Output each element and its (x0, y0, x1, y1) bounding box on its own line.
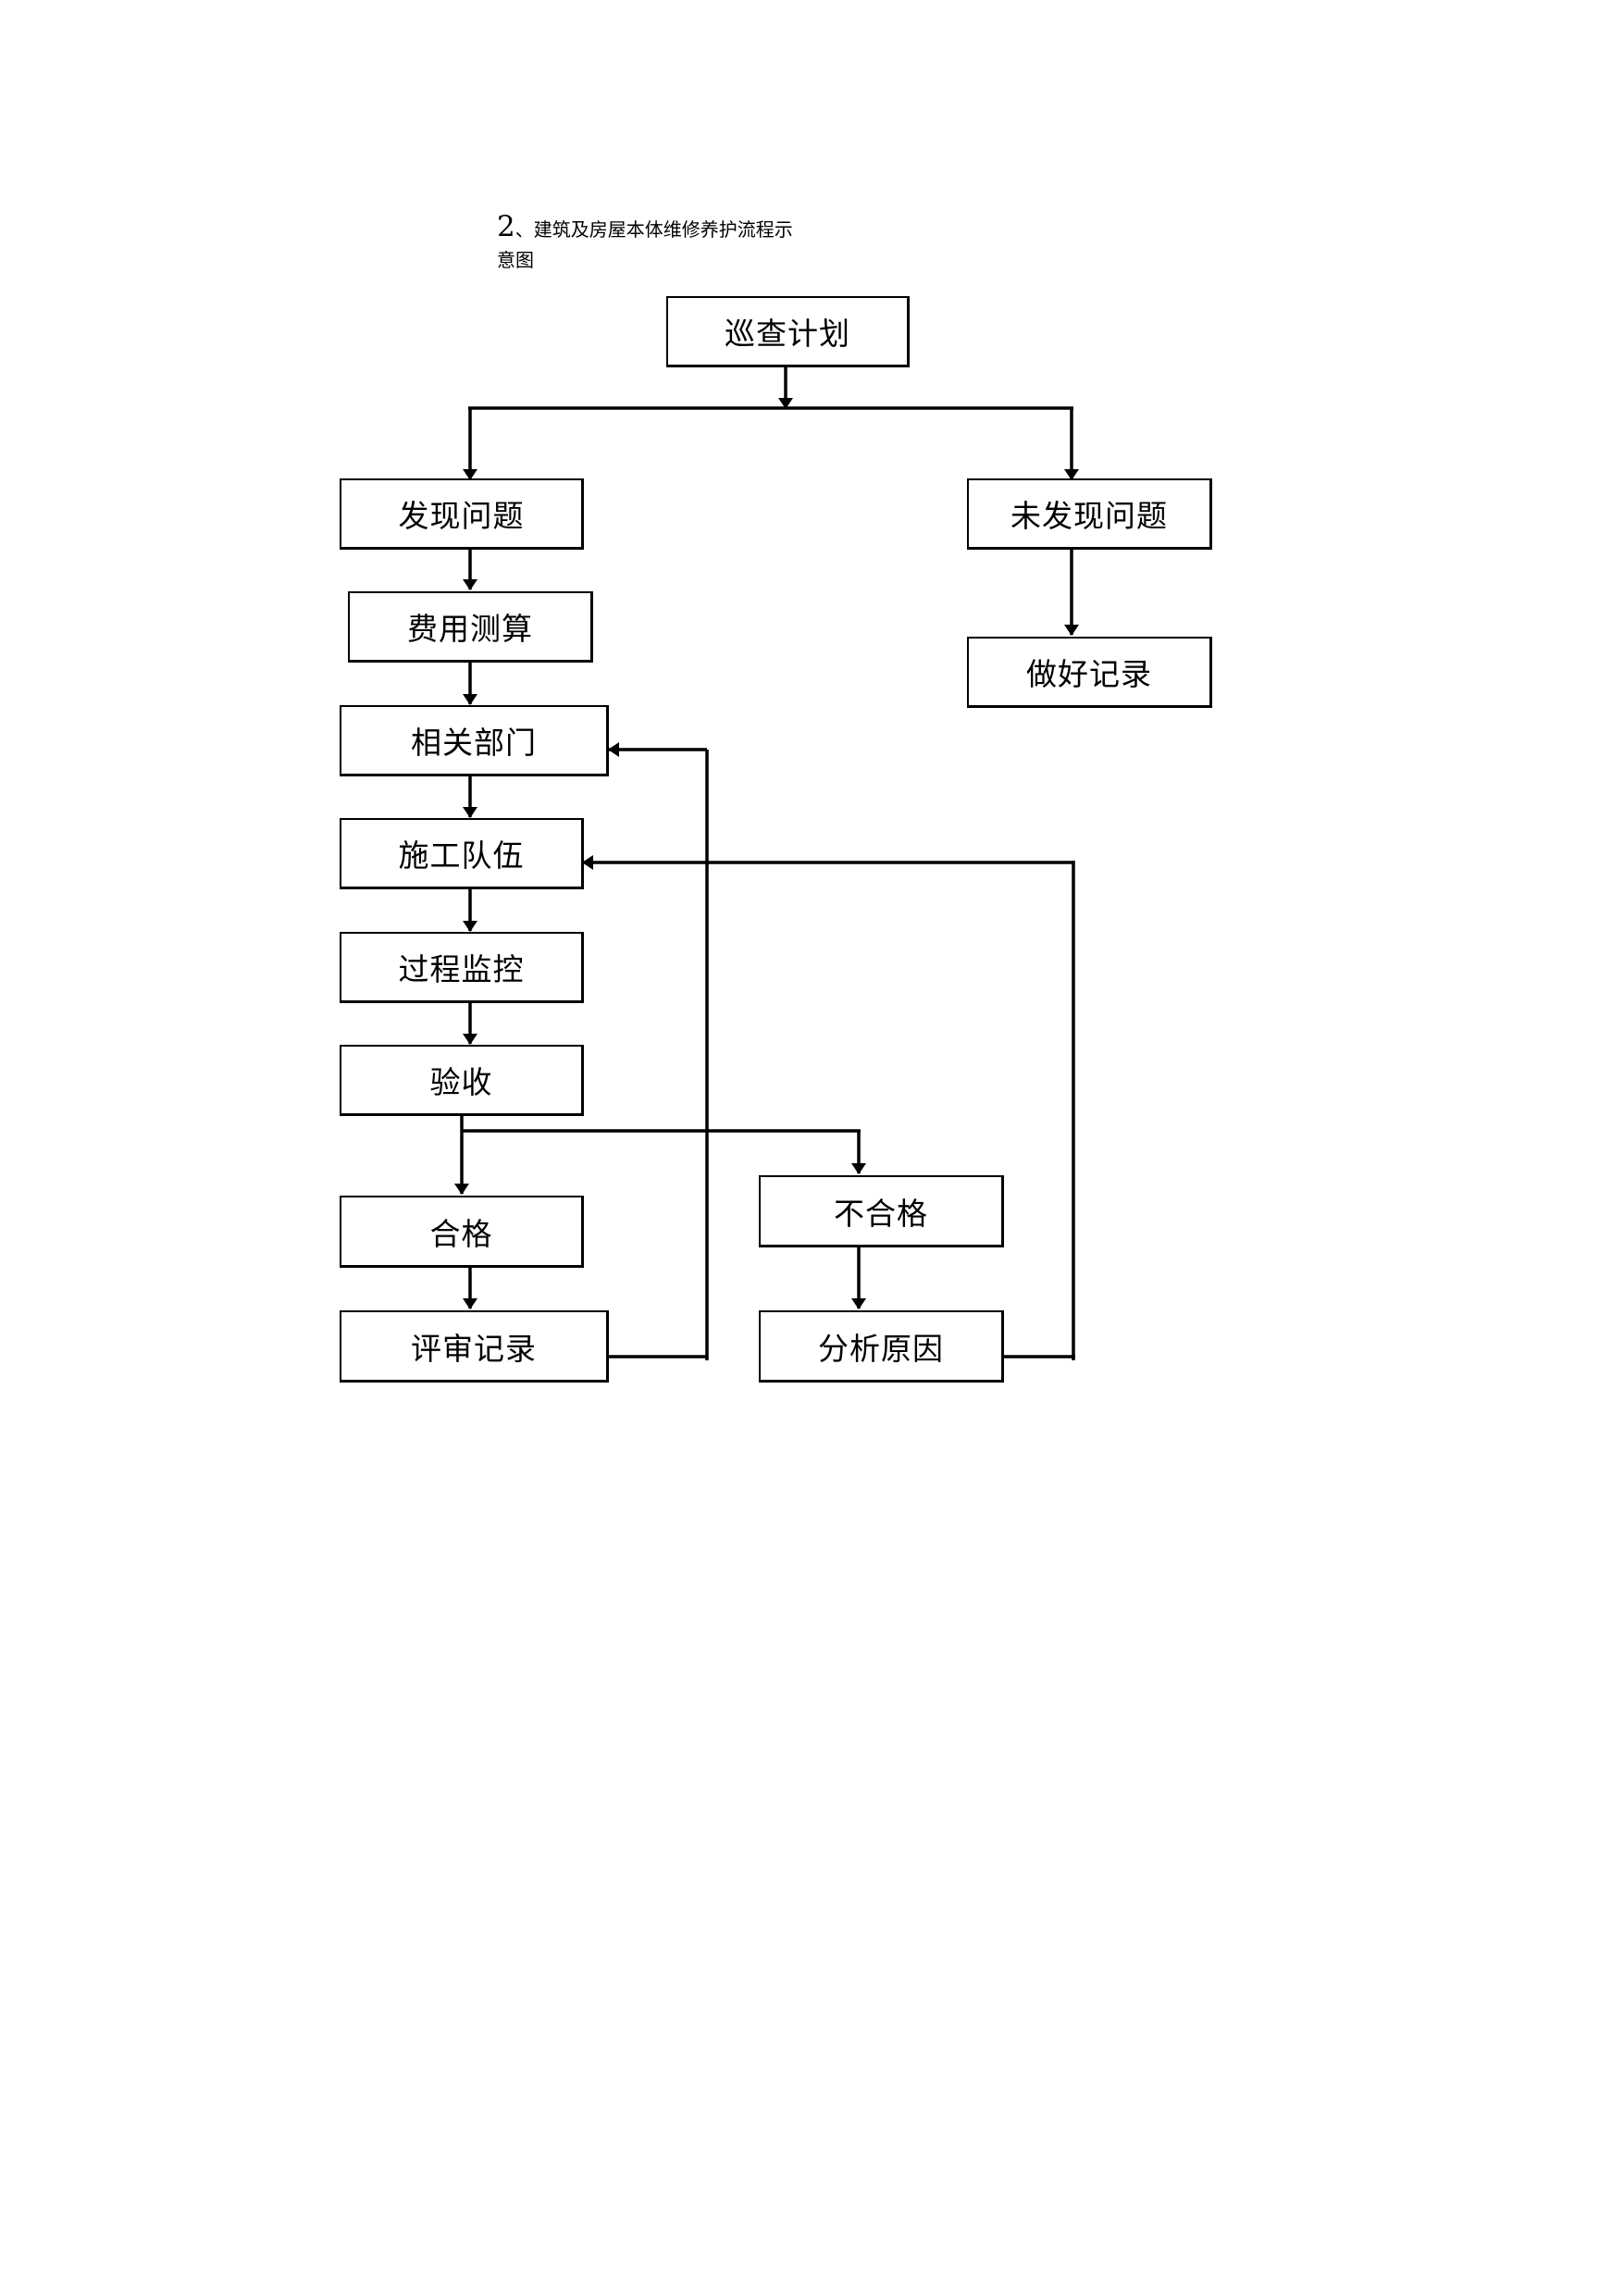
heading-title-line1: 建筑及房屋本体维修养护流程示 (533, 218, 793, 241)
diagram-heading: 2、建筑及房屋本体维修养护流程示 意图 (497, 209, 886, 272)
node-problem-found: 发现问题 (340, 478, 584, 550)
heading-title-line2: 意图 (497, 248, 534, 271)
node-make-record: 做好记录 (967, 637, 1212, 708)
heading-separator: 、 (514, 218, 534, 241)
node-unqualified: 不合格 (759, 1175, 1004, 1247)
node-related-department: 相关部门 (340, 705, 609, 776)
node-analyze-cause: 分析原因 (759, 1310, 1004, 1383)
heading-number: 2 (497, 210, 515, 243)
node-cost-estimate: 费用测算 (348, 591, 593, 663)
node-process-monitoring: 过程监控 (340, 932, 584, 1003)
node-acceptance: 验收 (340, 1045, 584, 1116)
node-patrol-plan: 巡查计划 (666, 296, 910, 367)
node-no-problem-found: 未发现问题 (967, 478, 1212, 550)
node-qualified: 合格 (340, 1196, 584, 1268)
node-construction-team: 施工队伍 (340, 818, 584, 889)
node-review-record: 评审记录 (340, 1310, 609, 1383)
